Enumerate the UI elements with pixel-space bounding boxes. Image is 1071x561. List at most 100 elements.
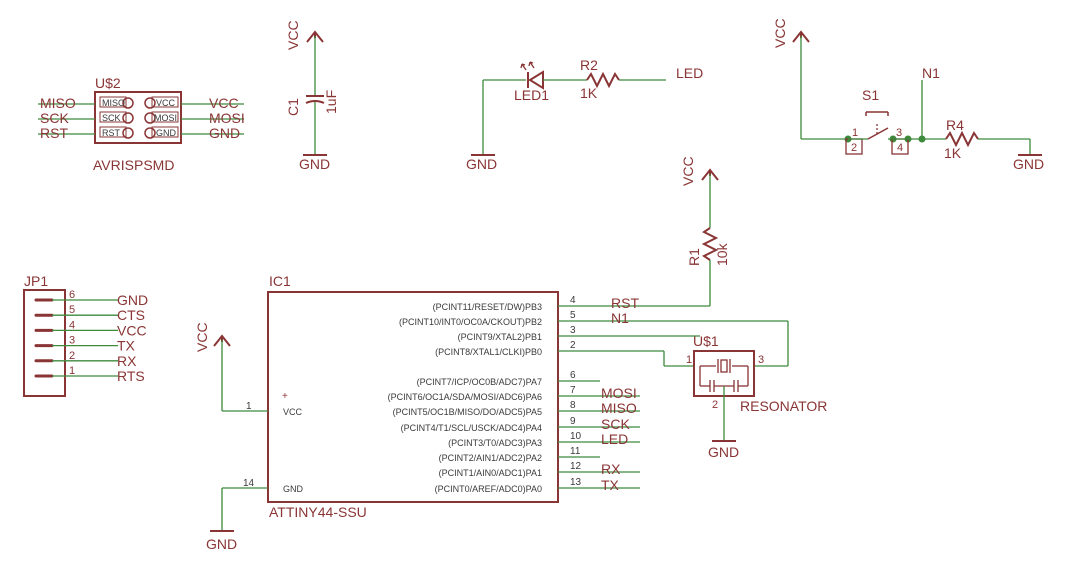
ic1-gnd-label: GND (283, 484, 304, 494)
jp1-net-label: VCC (117, 322, 147, 338)
r4-name: R4 (946, 117, 964, 133)
ic1-pin-label: (PCINT8/XTAL1/CLKI)PB0 (435, 347, 542, 357)
ic1-vcc-label: VCC (283, 407, 303, 417)
r2-value: 1K (580, 85, 598, 101)
ic1-attiny44[interactable]: IC1 ATTINY44-SSU + VCC 1 VCC GND 14 GND … (194, 273, 789, 552)
ic1-name: IC1 (269, 273, 291, 289)
u1-pin-number: 1 (686, 354, 692, 366)
r4-gnd-label: GND (1013, 156, 1044, 172)
ic1-pin-label: (PCINT2/AIN1/ADC2)PA2 (439, 453, 542, 463)
c1-vcc-label: VCC (285, 20, 301, 50)
ic1-pin-number: 14 (243, 478, 255, 489)
ic1-pin-number: 10 (570, 431, 582, 442)
r4-value: 1K (944, 145, 962, 161)
ic1-pin-number: 6 (570, 370, 576, 381)
ic1-pin-number: 8 (570, 400, 576, 411)
s1-pin-number: 2 (851, 142, 857, 154)
ic1-pin-label: (PCINT6/OC1A/SDA/MOSI/ADC6)PA6 (388, 392, 542, 402)
jp1-pin-number: 6 (69, 289, 75, 301)
jp1-net-label: CTS (117, 307, 145, 323)
u2-pin-label: MOSI (154, 113, 177, 123)
s1-name: S1 (862, 87, 879, 103)
c1-gnd-label: GND (299, 156, 330, 172)
s1-pin-number: 4 (897, 142, 903, 154)
ic1-net-label: TX (601, 477, 620, 493)
ic1-net-label: MISO (601, 400, 637, 416)
ic1-pin-number: 9 (570, 416, 576, 427)
ic1-pin-number: 13 (570, 477, 582, 488)
net-label-vcc: VCC (209, 95, 239, 111)
ic1-net-label: SCK (601, 416, 630, 432)
ic1-value: ATTINY44-SSU (269, 504, 367, 520)
jp1-name: JP1 (24, 273, 48, 289)
u2-pin-label: GND (156, 128, 177, 138)
ic1-pin-label: (PCINT5/OC1B/MISO/DO/ADC5)PA5 (393, 407, 542, 417)
net-label-gnd: GND (209, 125, 240, 141)
ic1-net-label: N1 (611, 310, 629, 326)
net-label-sck: SCK (40, 110, 69, 126)
ic1-pin-number: 5 (570, 310, 576, 321)
c1-value: 1uF (323, 90, 339, 114)
u1-value: RESONATOR (740, 398, 827, 414)
s1-net-label: N1 (922, 65, 940, 81)
jp1-net-label: RTS (117, 368, 145, 384)
net-label-rst: RST (40, 125, 68, 141)
ic1-pin-label: (PCINT4/T1/SCL/USCK/ADC4)PA4 (401, 423, 542, 433)
ic1-net-label: RX (601, 461, 621, 477)
net-label-mosi: MOSI (209, 110, 245, 126)
u1-pin-number: 2 (712, 399, 718, 411)
u2-pin-label: VCC (156, 98, 176, 108)
ic1-pin-number: 12 (570, 461, 582, 472)
s1-vcc-label: VCC (772, 18, 788, 48)
s1-pin-number: 3 (896, 127, 902, 139)
u2-pads: MISO SCK RST VCC MOSI GND (99, 96, 179, 139)
u2-pin-label: MISO (102, 98, 125, 108)
ic1-pin-label: (PCINT0/AREF/ADC0)PA0 (435, 484, 542, 494)
u1-resonator[interactable]: U$1 1 2 3 RESONATOR GND (686, 333, 827, 460)
jp1-net-label: RX (117, 353, 137, 369)
ic1-net-label: LED (601, 431, 628, 447)
ic1-pin-label: (PCINT10/INT0/OC0A/CKOUT)PB2 (399, 317, 542, 327)
u1-pin-number: 3 (758, 354, 764, 366)
r1-name: R1 (686, 248, 702, 266)
s1-switch-r4[interactable]: VCC S1 1 2 3 4 N1 R4 1K GND (772, 18, 1044, 172)
u2-pin-label: SCK (102, 113, 121, 123)
ic1-pin-number: 4 (570, 295, 576, 306)
u1-name: U$1 (693, 333, 719, 349)
u2-name: U$2 (95, 75, 121, 91)
u2-pin-label: RST (102, 128, 121, 138)
r1-pullup[interactable]: VCC R1 10k (680, 156, 730, 306)
jp1-pin-number: 5 (69, 304, 75, 316)
ic1-pin-label: (PCINT1/AIN0/ADC1)PA1 (439, 468, 542, 478)
u2-avrisp-header[interactable]: U$2 AVRISPSMD MISO SCK RST VCC MOSI GND (38, 75, 245, 173)
led1-gnd-label: GND (466, 156, 497, 172)
s1-pin-number: 1 (852, 127, 858, 139)
r1-value: 10k (714, 242, 730, 266)
c1-capacitor[interactable]: VCC C1 1uF GND (285, 20, 339, 172)
ic1-pin-label: (PCINT9/XTAL2)PB1 (458, 332, 542, 342)
ic1-net-label: MOSI (601, 385, 637, 401)
ic1-pin-number: 1 (246, 401, 252, 412)
ic1-pin-label: (PCINT7/ICP/OC0B/ADC7)PA7 (417, 377, 542, 387)
ic1-pin-number: 2 (570, 340, 576, 351)
ic1-vcc-net: VCC (194, 322, 210, 352)
u1-gnd-label: GND (708, 444, 739, 460)
r2-name: R2 (580, 57, 598, 73)
ic1-pin-label: (PCINT11/RESET/DW)PB3 (433, 302, 542, 312)
jp1-pin-number: 3 (69, 335, 75, 347)
led1-r2-chain[interactable]: GND LED1 R2 1K LED (466, 57, 703, 172)
r1-vcc-label: VCC (680, 156, 696, 186)
ic1-pin-number: 11 (570, 446, 581, 457)
led1-name: LED1 (514, 87, 549, 103)
net-label-miso: MISO (40, 95, 76, 111)
ic1-pin-number: 3 (570, 325, 576, 336)
r2-net-label: LED (676, 65, 703, 81)
c1-name: C1 (285, 98, 301, 116)
jp1-pin-number: 4 (69, 319, 75, 331)
jp1-pin-number: 2 (69, 350, 75, 362)
ic1-pin-label: (PCINT3/T0/ADC3)PA3 (448, 438, 542, 448)
jp1-net-label: GND (117, 292, 148, 308)
u2-value: AVRISPSMD (93, 157, 174, 173)
